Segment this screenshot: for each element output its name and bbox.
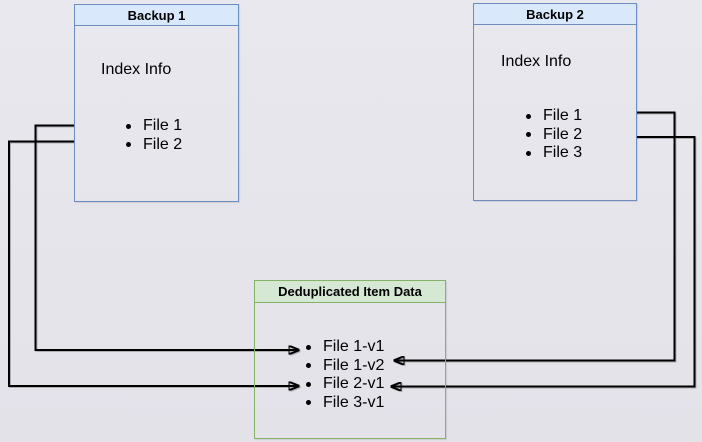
connector-backup1-file1-to-file1v1: [34, 124, 300, 351]
backup2-file-list: File 1 File 2 File 3: [525, 107, 583, 163]
backup1-title: Backup 1: [127, 7, 186, 23]
dedup-header: Deduplicated Item Data: [255, 281, 445, 303]
list-item: File 2: [525, 125, 583, 143]
backup2-header: Backup 2: [474, 4, 636, 25]
list-item: File 2: [125, 135, 183, 153]
backup1-header: Backup 1: [75, 5, 238, 26]
connector-backup2-file2-to-file2v1: [391, 136, 696, 387]
backup2-title: Backup 2: [526, 6, 584, 22]
backup1-index-info-label: Index Info: [101, 61, 172, 78]
backup2-index-info-label: Index Info: [501, 53, 572, 70]
dedup-box: Deduplicated Item Data File 1-v1 File 1-…: [254, 280, 446, 439]
list-item: File 3: [525, 144, 583, 161]
dedup-title: Deduplicated Item Data: [278, 284, 422, 299]
backup1-box: Backup 1 Index Info File 1 File 2: [74, 4, 239, 202]
backup2-box: Backup 2 Index Info File 1 File 2 File 3: [473, 3, 637, 201]
list-item: File 2-v1: [305, 375, 385, 392]
list-item: File 3-v1: [305, 393, 385, 411]
connector-backup2-file1-to-file1v2: [394, 111, 676, 361]
backup1-file-list: File 1 File 2: [125, 117, 183, 154]
list-item: File 1-v1: [305, 338, 385, 355]
dedup-item-list: File 1-v1 File 1-v2 File 2-v1 File 3-v1: [305, 338, 385, 412]
list-item: File 1: [125, 117, 183, 134]
list-item: File 1: [525, 107, 583, 124]
connector-backup1-file2-to-file2v1: [8, 140, 299, 387]
list-item: File 1-v2: [305, 356, 385, 374]
